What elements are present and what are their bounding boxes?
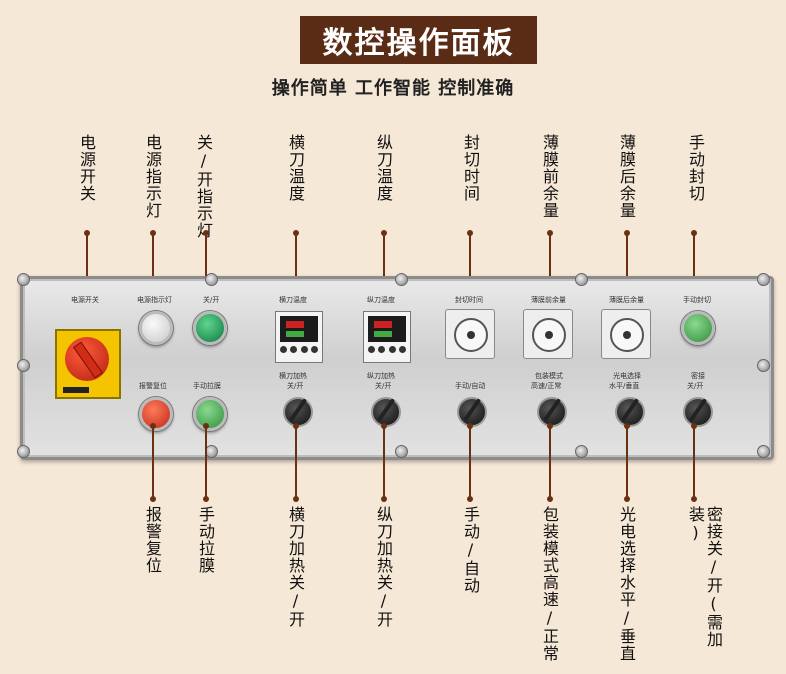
panel-label-mode: 手动/自动 (455, 382, 486, 390)
h-heat-selector[interactable] (283, 397, 313, 427)
photo-selector[interactable] (615, 397, 645, 427)
panel-label-pack-speed: 高速/正常 (531, 382, 562, 390)
panel-label-v-temp: 纵刀温度 (367, 296, 395, 304)
screw (205, 273, 218, 286)
label-h-blade-temp: 横刀温度 (286, 134, 305, 202)
timer-dial-icon (610, 318, 644, 352)
connector-line (203, 423, 209, 502)
temp-display (368, 316, 406, 342)
label-onoff-indicator: 关/开指示灯 (194, 134, 213, 239)
manual-pull-button[interactable] (193, 397, 227, 431)
label-power-switch: 电源开关 (77, 134, 96, 202)
label-manual-pull: 手动拉膜 (196, 506, 215, 574)
panel-label-film-front: 薄膜前余量 (531, 296, 566, 304)
manual-auto-selector[interactable] (457, 397, 487, 427)
panel-label-photo: 光电选择 (613, 372, 641, 380)
panel-label-pack: 包装模式 (535, 372, 563, 380)
panel-label-seal-time: 封切时间 (455, 296, 483, 304)
power-indicator-lamp (139, 311, 173, 345)
brand-tag (63, 387, 89, 393)
connector-line (467, 423, 473, 502)
panel-label-onoff: 关/开 (203, 296, 220, 304)
panel-label-pull: 手动拉膜 (193, 382, 221, 390)
panel-label-reset: 报警复位 (139, 382, 167, 390)
seal-time-timer[interactable] (445, 309, 495, 359)
screw (757, 273, 770, 286)
panel-label-power: 电源开关 (71, 296, 99, 304)
screw (17, 273, 30, 286)
panel-label-h-temp: 横刀温度 (279, 296, 307, 304)
pack-mode-selector[interactable] (537, 397, 567, 427)
panel-label-v-heat: 纵刀加热 (367, 372, 395, 380)
manual-seal-button[interactable] (681, 311, 715, 345)
film-back-timer[interactable] (601, 309, 651, 359)
screw (17, 359, 30, 372)
label-film-back: 薄膜后余量 (617, 134, 636, 219)
screw (575, 445, 588, 458)
tight-selector[interactable] (683, 397, 713, 427)
screw (395, 445, 408, 458)
panel-label-manual-seal: 手动封切 (683, 296, 711, 304)
connector-line (691, 423, 697, 502)
label-pack-mode: 包装模式高速/正常 (540, 506, 559, 662)
connector-line (624, 423, 630, 502)
label-tight-onoff: 密接关/开(需加装) (686, 506, 723, 648)
screw (757, 445, 770, 458)
label-power-indicator: 电源指示灯 (143, 134, 162, 219)
page-title: 数控操作面板 (300, 16, 537, 64)
v-blade-temp-controller[interactable] (363, 311, 411, 363)
panel-label-tight: 密接 (691, 372, 705, 380)
page-subtitle: 操作简单 工作智能 控制准确 (271, 78, 515, 99)
power-switch-handle-icon (65, 337, 109, 381)
panel-label-v-heat-onoff: 关/开 (375, 382, 392, 390)
label-v-blade-temp: 纵刀温度 (374, 134, 393, 202)
control-panel: 电源开关 电源指示灯 关/开 横刀温度 纵刀温度 封切时间 薄膜前余量 薄膜后余… (17, 273, 774, 460)
panel-label-photo-dir: 水平/垂直 (609, 382, 640, 390)
panel-label-h-heat: 横刀加热 (279, 372, 307, 380)
timer-dial-icon (532, 318, 566, 352)
connector-line (381, 423, 387, 502)
label-alarm-reset: 报警复位 (143, 506, 162, 574)
screw (17, 445, 30, 458)
connector-line (150, 423, 156, 502)
screw (757, 359, 770, 372)
label-v-heat-onoff: 纵刀加热关/开 (374, 506, 393, 628)
label-seal-time: 封切时间 (461, 134, 480, 202)
panel-label-power-ind: 电源指示灯 (137, 296, 172, 304)
panel-label-tight-onoff: 关/开 (687, 382, 704, 390)
temp-display (280, 316, 318, 342)
screw (575, 273, 588, 286)
panel-label-h-heat-onoff: 关/开 (287, 382, 304, 390)
label-h-heat-onoff: 横刀加热关/开 (286, 506, 305, 628)
onoff-indicator-lamp (193, 311, 227, 345)
label-photo-select: 光电选择水平/垂直 (617, 506, 636, 662)
connector-line (293, 423, 299, 502)
alarm-reset-button[interactable] (139, 397, 173, 431)
timer-dial-icon (454, 318, 488, 352)
panel-label-film-back: 薄膜后余量 (609, 296, 644, 304)
screw (395, 273, 408, 286)
film-front-timer[interactable] (523, 309, 573, 359)
power-switch[interactable] (55, 329, 121, 399)
h-blade-temp-controller[interactable] (275, 311, 323, 363)
v-heat-selector[interactable] (371, 397, 401, 427)
label-manual-seal: 手动封切 (686, 134, 705, 202)
label-film-front: 薄膜前余量 (540, 134, 559, 219)
connector-line (547, 423, 553, 502)
label-manual-auto: 手动/自动 (461, 506, 480, 594)
